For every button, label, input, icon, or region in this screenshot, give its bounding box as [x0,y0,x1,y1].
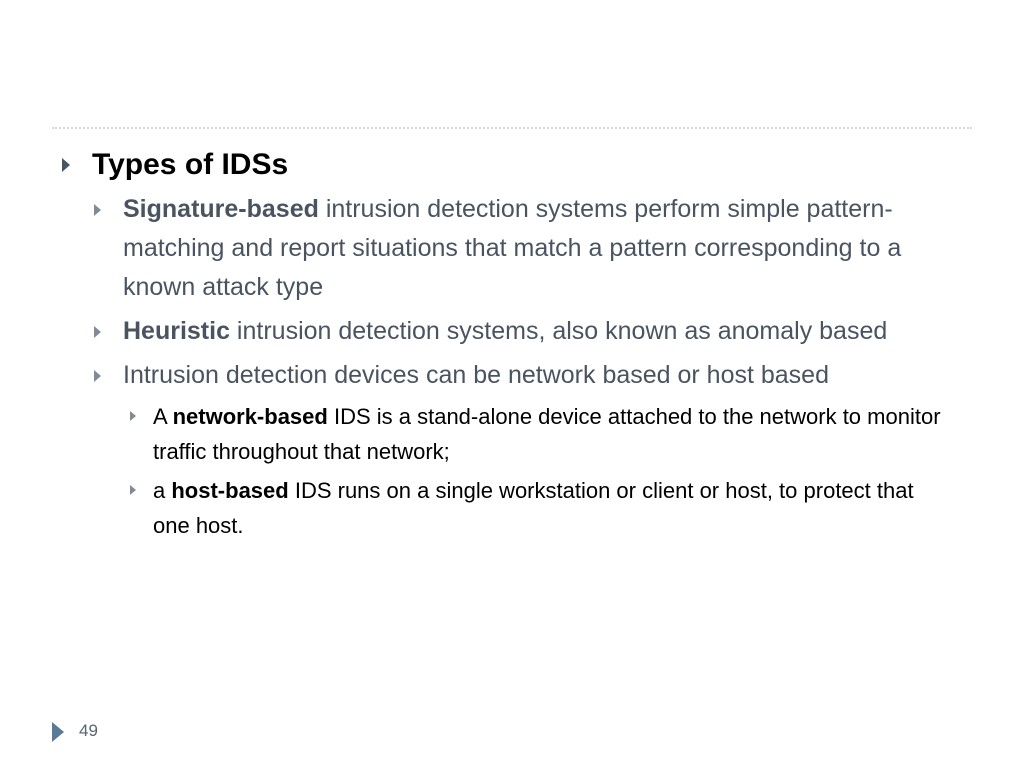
sub-bullet-body: IDS is a stand-alone device attached to … [153,404,941,464]
bullet-signature-based: Signature-based intrusion detection syst… [94,190,972,307]
sub-bullet-text: a host-based IDS runs on a single workst… [153,473,953,543]
bullet-triangle-icon [94,326,101,338]
slide-heading: Types of IDSs [92,148,289,181]
bullet-text: Intrusion detection devices can be netwo… [123,361,829,389]
bullet-triangle-icon [130,485,136,495]
bullet-heuristic: Heuristic intrusion detection systems, a… [94,312,972,351]
sub-bullet-prefix: A [153,404,173,429]
sub-bullet-text: A network-based IDS is a stand-alone dev… [153,399,953,469]
bold-term: Heuristic [123,317,230,345]
slide-content: Types of IDSs Signature-based intrusion … [62,145,972,543]
bullet-triangle-icon [62,158,70,172]
sub-bullet-prefix: a [153,478,172,503]
sub-bullet-body: IDS runs on a single workstation or clie… [153,478,914,538]
bold-term: host-based [171,478,289,503]
top-divider [52,127,972,129]
bullet-triangle-icon [94,204,101,216]
bullet-level1: Types of IDSs [62,145,972,185]
sub-bullet-network-based: A network-based IDS is a stand-alone dev… [130,399,972,469]
bullet-body: intrusion detection systems, also known … [229,317,888,345]
bold-term: Signature-based [123,195,319,223]
bullet-text: Signature-based intrusion detection syst… [123,190,968,307]
footer-triangle-icon [52,722,64,742]
bullet-text: Heuristic intrusion detection systems, a… [123,312,968,351]
sub-bullet-host-based: a host-based IDS runs on a single workst… [130,473,972,543]
bullet-body: intrusion detection systems perform simp… [123,195,902,301]
slide-number: 49 [79,721,98,740]
bullet-device-types: Intrusion detection devices can be netwo… [94,356,972,395]
bullet-triangle-icon [130,411,136,421]
bullet-triangle-icon [94,370,101,382]
bold-term: network-based [172,404,328,429]
